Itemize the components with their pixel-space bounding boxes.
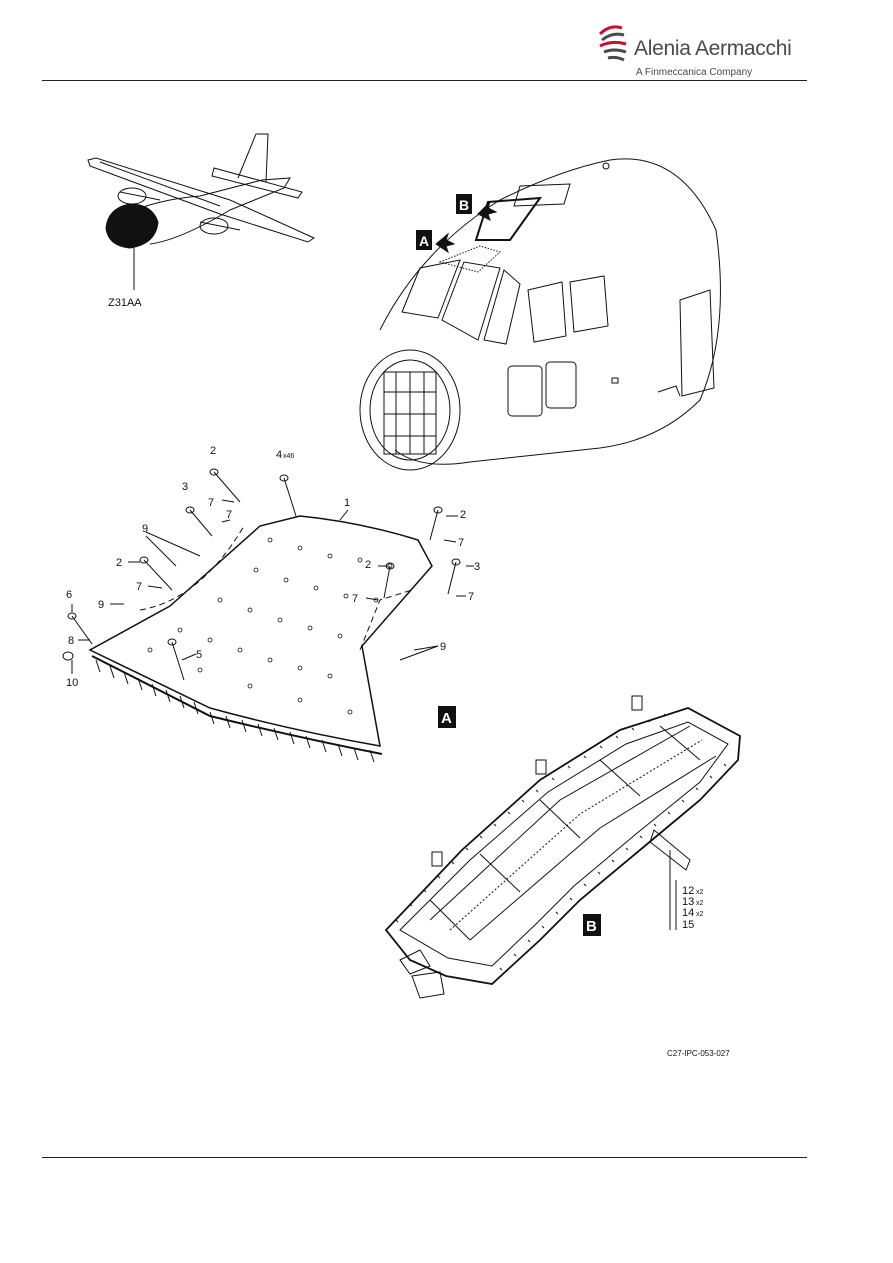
view-arrow-a — [416, 230, 456, 254]
callout-4: 4 — [276, 449, 282, 461]
callout-2-mid: 2 — [365, 559, 371, 571]
view-b-marker: B — [459, 197, 469, 213]
callout-6: 6 — [66, 589, 72, 601]
callout-list-b: 12 x2 13 x2 14 x2 15 — [682, 885, 704, 931]
company-logo-icon — [598, 25, 627, 62]
callout-4-qty: x46 — [283, 453, 294, 460]
callout-14: 14 — [682, 907, 694, 919]
callout-15: 15 — [682, 919, 694, 931]
callout-8: 8 — [68, 635, 74, 647]
zone-label: Z31AA — [108, 297, 142, 309]
view-a-tag-label: A — [441, 710, 452, 727]
view-b-tag — [583, 914, 601, 936]
callout-12-qty: x2 — [696, 889, 704, 896]
callout-3-right: 3 — [474, 561, 480, 573]
company-name: Alenia Aermacchi — [634, 37, 792, 60]
view-arrow-b — [456, 194, 498, 221]
aircraft-locator — [87, 133, 316, 290]
callout-14-qty: x2 — [696, 911, 704, 918]
callout-10: 10 — [66, 677, 78, 689]
view-a-marker: A — [419, 233, 429, 249]
screw-fasteners — [62, 468, 461, 681]
view-b-frame — [384, 695, 741, 999]
callout-3-left: 3 — [182, 481, 188, 493]
company-logo: Alenia Aermacchi A Finmeccanica Company — [598, 22, 798, 82]
callout-7-f: 7 — [468, 591, 474, 603]
callout-13-qty: x2 — [696, 900, 704, 907]
drawing-reference: C27-IPC-053-027 — [667, 1049, 730, 1058]
view-b-tag-label: B — [586, 918, 597, 935]
callout-2-top: 2 — [210, 445, 216, 457]
callout-7-b: 7 — [226, 509, 232, 521]
callout-9-right: 9 — [440, 641, 446, 653]
view-a-tag — [438, 706, 456, 728]
nose-section-view — [359, 158, 721, 471]
callout-5: 5 — [196, 649, 202, 661]
callout-7-a: 7 — [208, 497, 214, 509]
callout-2-left: 2 — [116, 557, 122, 569]
callout-7-c: 7 — [136, 581, 142, 593]
callout-12: 12 — [682, 885, 694, 897]
callout-1: 1 — [344, 497, 350, 509]
callout-9-left: 9 — [142, 523, 148, 535]
callout-7-d: 7 — [458, 537, 464, 549]
header-rule — [42, 80, 807, 81]
view-a-panel — [62, 468, 474, 763]
company-tagline: A Finmeccanica Company — [636, 67, 753, 78]
callout-2-right: 2 — [460, 509, 466, 521]
footer-rule — [42, 1157, 807, 1158]
callout-13: 13 — [682, 896, 694, 908]
callout-7-e: 7 — [352, 593, 358, 605]
callout-9-lower: 9 — [98, 599, 104, 611]
